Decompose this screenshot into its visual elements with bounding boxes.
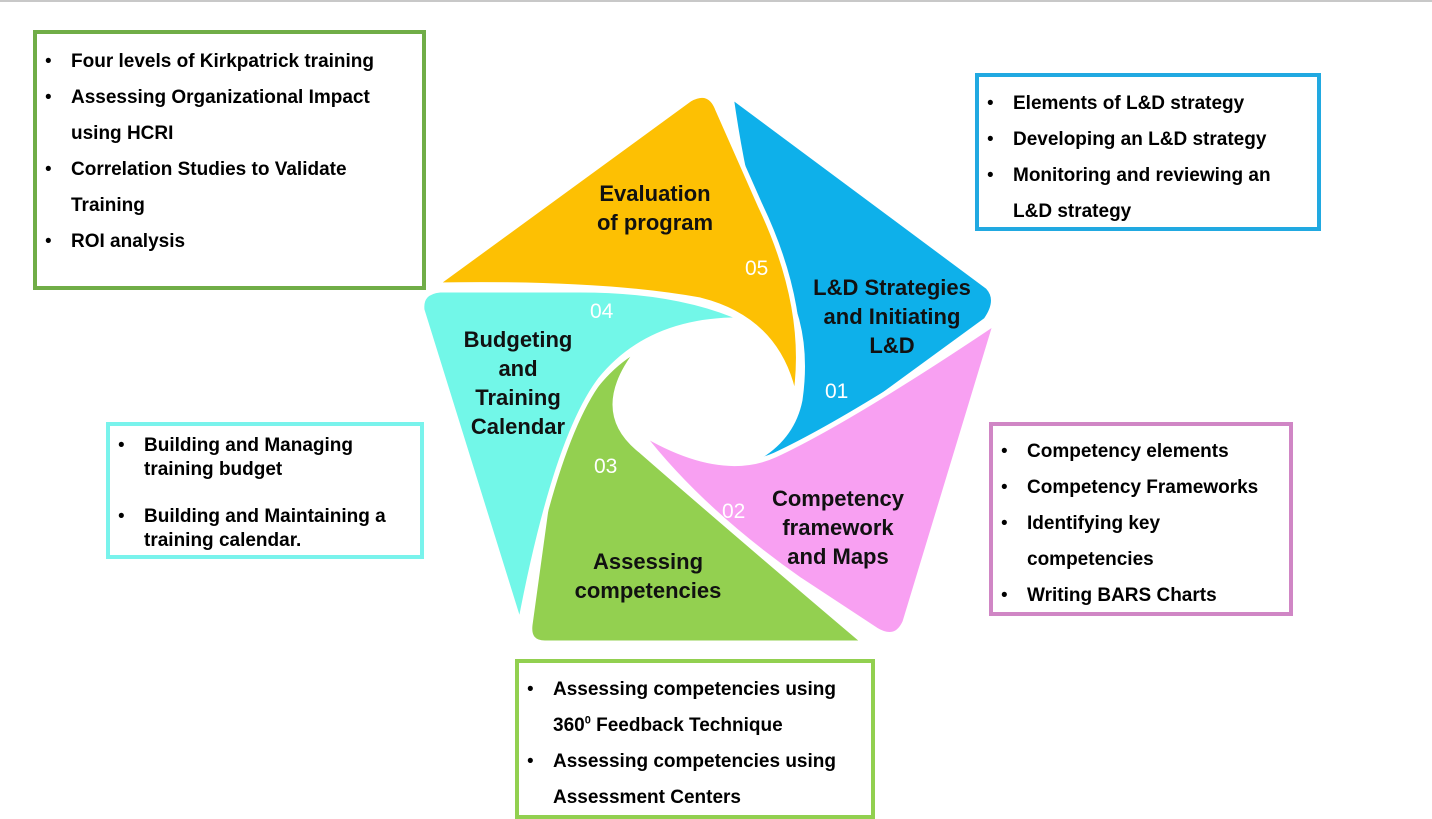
segment-03-number: 03: [594, 455, 618, 478]
list-item: Building and Maintaining a training cale…: [110, 505, 420, 553]
list-item: Assessing competencies using 3600 Feedba…: [519, 672, 871, 744]
list-item: Identifying key competencies: [993, 506, 1289, 578]
list-item: Correlation Studies to Validate Training: [37, 152, 422, 224]
list-item-text: Feedback Technique: [590, 715, 783, 736]
list-item-text: Assessing competencies using 360: [553, 679, 836, 736]
list-item: Developing an L&D strategy: [979, 122, 1317, 158]
segment-02-shape: [637, 319, 999, 637]
list-item: ROI analysis: [37, 224, 422, 260]
segment-02-number: 02: [722, 500, 746, 523]
segment-05-number: 05: [745, 257, 769, 280]
budget-topics-box: Building and Managing training budget Bu…: [106, 422, 424, 559]
list-item: Four levels of Kirkpatrick training: [37, 44, 422, 80]
list-item: Assessing competencies using Assessment …: [519, 744, 871, 816]
evaluation-topics-box: Four levels of Kirkpatrick training Asse…: [33, 30, 426, 290]
list-item: Assessing Organizational Impact using HC…: [37, 80, 422, 152]
superscript-zero: 0: [584, 714, 591, 727]
segment-04-number: 04: [590, 300, 614, 323]
list-item: Monitoring and reviewing an L&D strategy: [979, 158, 1317, 230]
list-item: Competency elements: [993, 434, 1289, 470]
segment-04-shape: [419, 287, 748, 628]
segment-05-shape: [432, 92, 801, 403]
competency-topics-box: Competency elements Competency Framework…: [989, 422, 1293, 616]
segment-01-number: 01: [825, 380, 849, 403]
list-item: Elements of L&D strategy: [979, 86, 1317, 122]
list-item: Competency Frameworks: [993, 470, 1289, 506]
list-item: Building and Managing training budget: [110, 434, 420, 482]
assessing-topics-box: Assessing competencies using 3600 Feedba…: [515, 659, 875, 819]
top-divider-line: [0, 0, 1432, 2]
segment-03-shape: [527, 345, 868, 646]
list-item: Writing BARS Charts: [993, 578, 1289, 614]
strategy-topics-box: Elements of L&D strategy Developing an L…: [975, 73, 1321, 231]
